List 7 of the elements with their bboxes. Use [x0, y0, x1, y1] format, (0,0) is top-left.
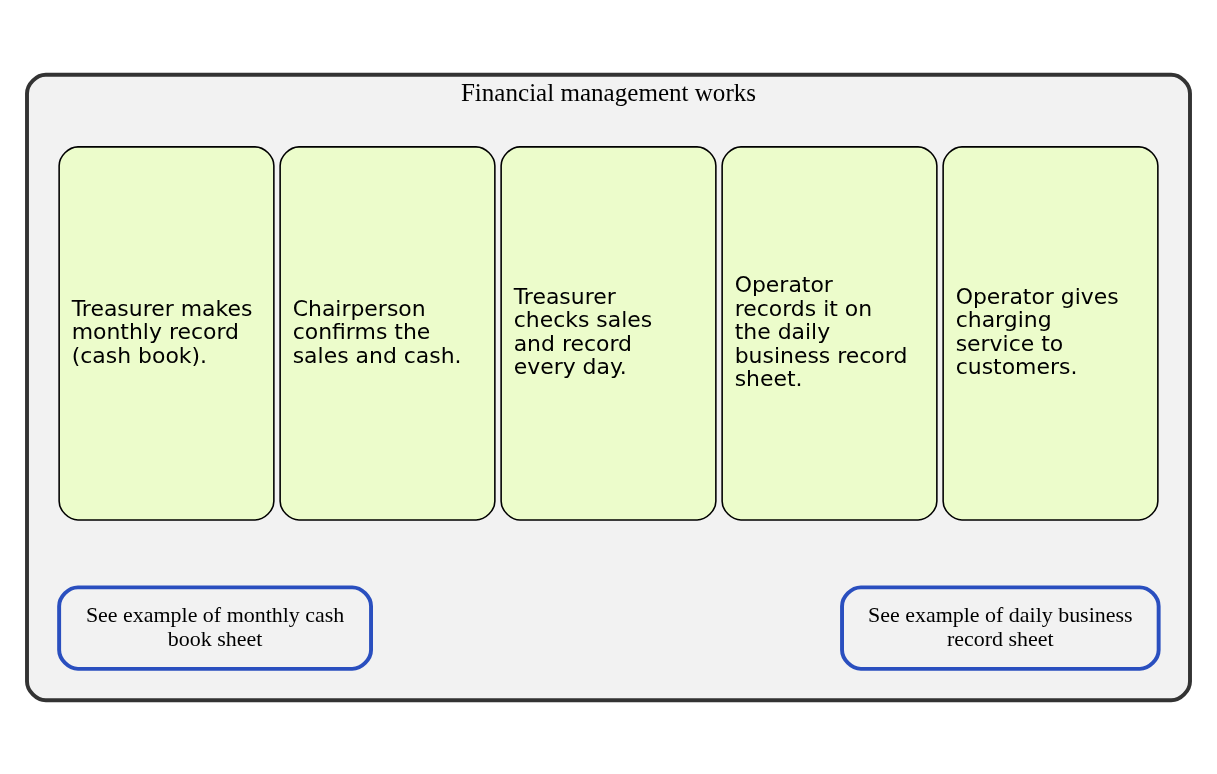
node-box: Operator records it on the daily business record sheet.	[721, 145, 938, 521]
node-box: Treasurer makes monthly record (cash book).	[58, 145, 275, 521]
node-box: Treasurer checks sales and record every day.	[500, 145, 717, 521]
node-box: See example of daily business record sheet	[840, 584, 1161, 671]
node-box: Operator gives charging service to customers.	[942, 145, 1159, 521]
node-box: See example of monthly cash book sheet	[57, 584, 373, 671]
node-box: Chairperson confirms the sales and cash.	[279, 145, 496, 521]
